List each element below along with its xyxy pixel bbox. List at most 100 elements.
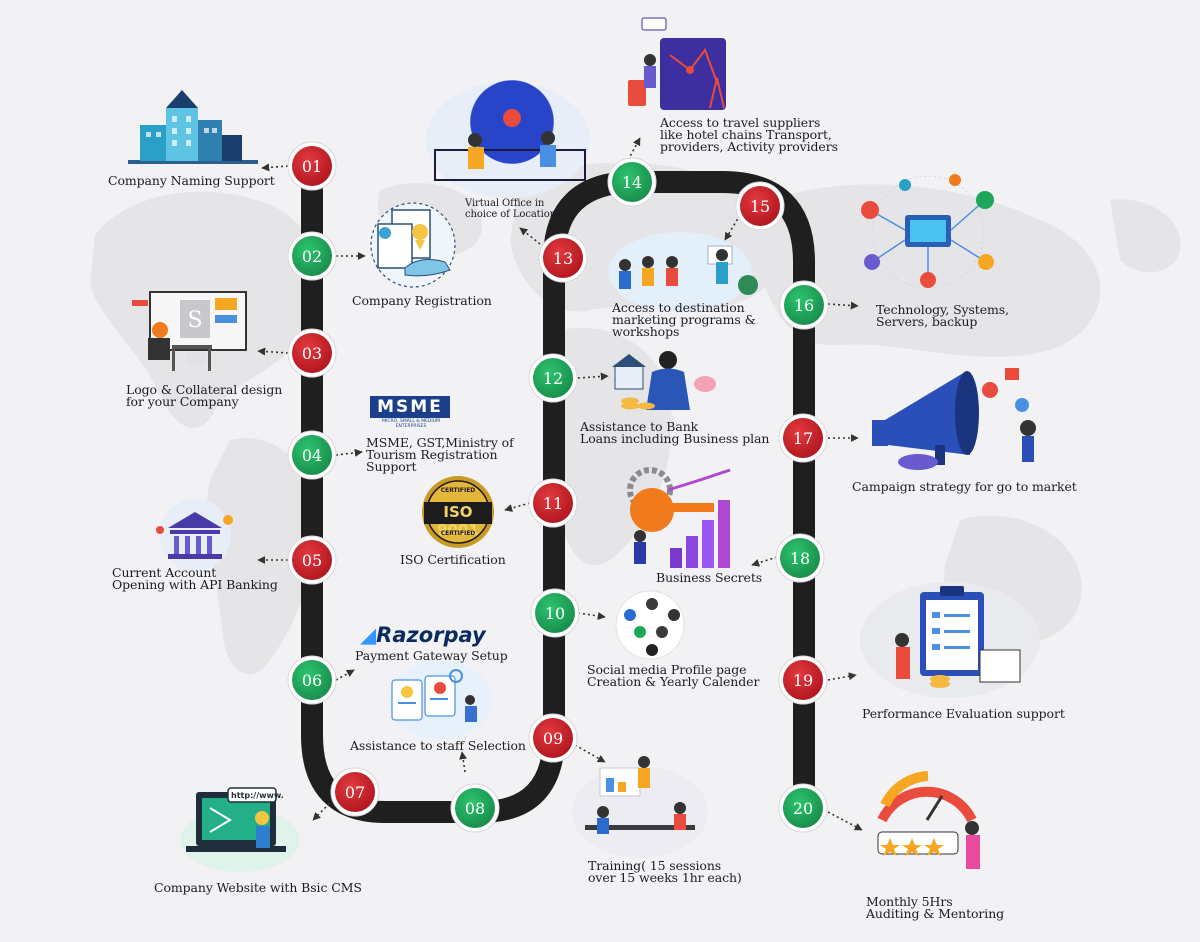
campaign-megaphone-illustration	[872, 368, 1036, 470]
step-node-08: 08	[450, 783, 500, 833]
step-node-07: 07	[330, 767, 380, 817]
staff-selection-illustration	[388, 660, 492, 740]
step-node-number: 16	[794, 296, 814, 315]
step-node-16: 16	[779, 280, 829, 330]
step-node-01: 01	[287, 141, 337, 191]
label-iso-certification: ISO Certification	[400, 552, 506, 567]
step-node-circle	[455, 788, 495, 828]
step-node-number: 19	[793, 671, 813, 690]
label-virtual-office: Virtual Office in choice of Locations	[465, 198, 561, 220]
step-node-number: 20	[793, 799, 813, 818]
bank-illustration	[156, 499, 233, 571]
step-node-circle	[783, 788, 823, 828]
step-node-circle	[783, 418, 823, 458]
auditing-mentoring-illustration	[877, 771, 980, 869]
step-node-15: 15	[735, 181, 785, 231]
step-node-circle	[535, 593, 575, 633]
training-illustration	[572, 756, 708, 858]
step-node-20: 20	[778, 783, 828, 833]
label-company-registration: Company Registration	[352, 293, 492, 308]
step-node-02: 02	[287, 231, 337, 281]
label-bank-loans: Assistance to Bank Loans including Busin…	[580, 419, 770, 446]
razorpay-mark-icon: ◢	[360, 623, 377, 647]
step-node-09: 09	[528, 713, 578, 763]
step-node-number: 07	[345, 783, 365, 802]
label-staff-selection: Assistance to staff Selection	[350, 738, 526, 753]
step-node-10: 10	[530, 588, 580, 638]
msme-logo: MSME	[370, 396, 450, 418]
logo-design-illustration: S	[132, 291, 247, 371]
step-node-number: 09	[543, 729, 563, 748]
label-technology-systems: Technology, Systems, Servers, backup	[876, 302, 1009, 329]
step-node-number: 10	[545, 604, 565, 623]
iso-seal-main-text: ISO 9001	[437, 503, 479, 539]
step-node-number: 11	[543, 494, 563, 513]
step-node-circle	[292, 333, 332, 373]
msme-logo-subtitle: MICRO, SMALL & MEDIUM ENTERPRISES	[382, 419, 440, 429]
website-illustration	[180, 787, 300, 872]
iso-seal-top-text: CERTIFIED	[440, 487, 476, 494]
step-node-19: 19	[778, 655, 828, 705]
step-node-05: 05	[287, 535, 337, 585]
step-node-number: 18	[790, 549, 810, 568]
travel-suppliers-illustration	[628, 17, 726, 110]
step-node-circle	[543, 238, 583, 278]
iso-certification-seal	[422, 476, 494, 548]
step-node-circle	[292, 540, 332, 580]
company-building-illustration	[128, 90, 258, 164]
step-node-number: 17	[793, 429, 813, 448]
step-node-circle	[533, 483, 573, 523]
label-logo-design: Logo & Collateral design for your Compan…	[126, 382, 283, 409]
razorpay-logo-text: Razorpay	[376, 623, 486, 647]
step-node-circle	[783, 660, 823, 700]
label-training: Training( 15 sessions over 15 weeks 1hr …	[588, 858, 742, 885]
step-node-circle	[533, 358, 573, 398]
step-node-circle	[612, 162, 652, 202]
social-media-illustration	[615, 590, 685, 660]
step-node-14: 14	[607, 157, 657, 207]
label-campaign-strategy: Campaign strategy for go to market	[852, 479, 1077, 494]
step-node-circle	[292, 236, 332, 276]
step-node-circle	[533, 718, 573, 758]
step-node-17: 17	[778, 413, 828, 463]
step-node-11: 11	[528, 478, 578, 528]
performance-evaluation-illustration	[860, 582, 1040, 698]
step-node-number: 14	[622, 173, 642, 192]
step-node-number: 01	[302, 157, 322, 176]
label-social-media: Social media Profile page Creation & Yea…	[587, 662, 760, 689]
label-business-secrets: Business Secrets	[656, 570, 763, 585]
step-node-circle	[335, 772, 375, 812]
step-node-circle	[292, 660, 332, 700]
step-node-circle	[740, 186, 780, 226]
step-node-circle	[292, 435, 332, 475]
step-node-04: 04	[287, 430, 337, 480]
step-node-circle	[292, 146, 332, 186]
destination-marketing-illustration	[608, 232, 758, 312]
label-travel-suppliers: Access to travel suppliers like hotel ch…	[660, 115, 838, 154]
step-node-number: 04	[302, 446, 322, 465]
label-performance-evaluation: Performance Evaluation support	[862, 706, 1065, 721]
step-node-number: 12	[543, 369, 563, 388]
label-payment-gateway: Payment Gateway Setup	[355, 648, 508, 663]
step-node-number: 15	[750, 197, 770, 216]
connector-arrows	[257, 137, 863, 831]
step-node-18: 18	[775, 533, 825, 583]
razorpay-logo: ◢Razorpay	[360, 623, 486, 647]
virtual-office-illustration	[426, 79, 590, 198]
label-destination-marketing: Access to destination marketing programs…	[612, 300, 756, 339]
step-node-12: 12	[528, 353, 578, 403]
label-current-account: Current Account Opening with API Banking	[112, 565, 278, 592]
step-node-circle	[784, 285, 824, 325]
step-node-circle	[780, 538, 820, 578]
business-secrets-illustration	[627, 467, 731, 568]
technology-systems-illustration	[861, 174, 994, 289]
iso-seal-bottom-text: CERTIFIED	[440, 530, 476, 537]
label-company-website: Company Website with Bsic CMS	[154, 880, 362, 895]
step-node-number: 08	[465, 799, 485, 818]
step-node-number: 05	[302, 551, 322, 570]
step-node-number: 02	[302, 247, 322, 266]
step-node-number: 06	[302, 671, 322, 690]
